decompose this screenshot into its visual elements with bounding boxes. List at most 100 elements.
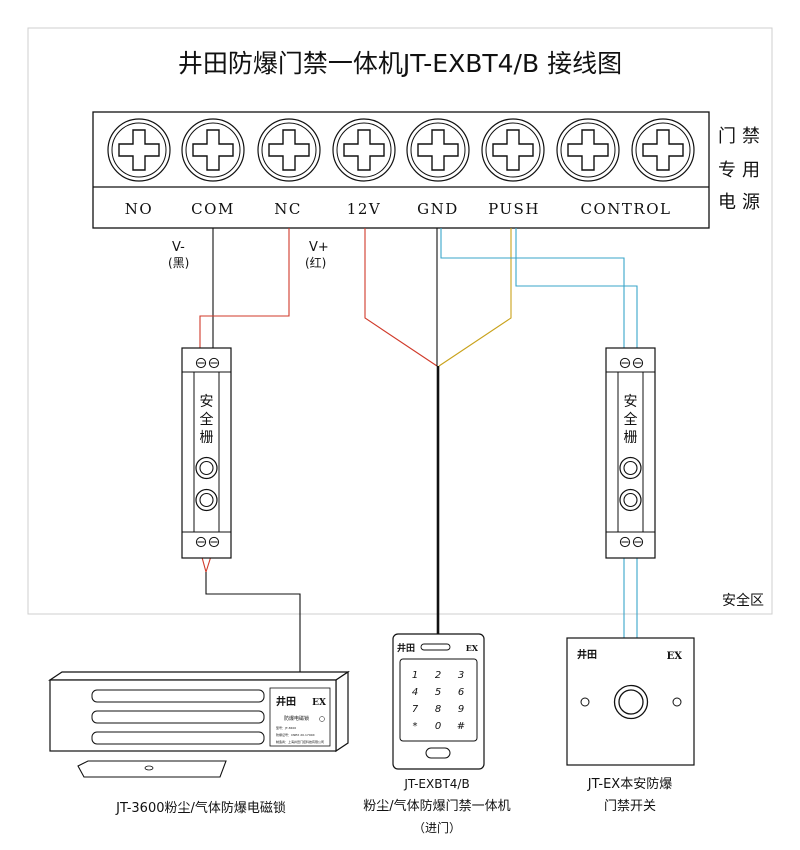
terminal-label-com: COM bbox=[191, 200, 235, 218]
wire-nc-red bbox=[199, 228, 290, 356]
barrier-label-char: 安 bbox=[624, 394, 638, 410]
terminal-screw-3 bbox=[257, 118, 321, 182]
lock-caption: JT-3600粉尘/气体防爆电磁锁 bbox=[115, 800, 286, 816]
terminal-label-push: PUSH bbox=[488, 200, 540, 218]
lock-plate-line2: 型号：JT-3600 bbox=[276, 725, 296, 730]
exit-switch-caption-line2: 门禁开关 bbox=[604, 799, 656, 814]
terminal-label-12v: 12V bbox=[347, 200, 381, 218]
lock-brand: 井田 bbox=[276, 695, 296, 708]
keypad-brand: 井田 bbox=[397, 642, 415, 654]
side-label-line2: 专用 bbox=[718, 160, 766, 181]
barrier-gland-inner bbox=[199, 492, 214, 508]
keypad-key-9: 9 bbox=[458, 704, 464, 715]
barrier-terminal bbox=[195, 536, 207, 548]
barrier-terminal bbox=[619, 357, 631, 369]
barrier-gland-inner bbox=[623, 460, 638, 476]
wire-lock-cable bbox=[205, 572, 301, 682]
wire-label-v-minus: V- bbox=[172, 240, 185, 255]
barrier-terminal bbox=[632, 536, 644, 548]
terminal-screw-6 bbox=[481, 118, 545, 182]
barrier-terminal bbox=[208, 357, 220, 369]
exit-switch-caption-line1: JT-EX本安防爆 bbox=[587, 776, 672, 792]
keypad-key-8: 8 bbox=[435, 704, 441, 715]
barrier-label-char: 全 bbox=[624, 411, 638, 428]
barrier-terminal bbox=[632, 357, 644, 369]
side-label-line1: 门禁 bbox=[718, 126, 766, 147]
wire-label-v-plus-color: (红) bbox=[305, 255, 326, 270]
terminal-screw-5 bbox=[406, 118, 470, 182]
barrier-label-char: 栅 bbox=[200, 430, 214, 446]
barrier-terminal bbox=[195, 357, 207, 369]
lock-groove-1 bbox=[91, 689, 265, 703]
lock-armature-plate bbox=[77, 760, 227, 778]
terminal-screw-7 bbox=[556, 118, 620, 182]
keypad-key-12: # bbox=[457, 721, 465, 732]
exit-switch: 井田 EX JT-EX本安防爆 门禁开关 bbox=[566, 637, 695, 814]
wire-label-v-minus-color: (黑) bbox=[168, 256, 189, 270]
safety-barrier-left: 安全栅 bbox=[181, 347, 232, 559]
lock-plate-mark bbox=[319, 716, 325, 722]
barrier-gland-outer bbox=[195, 488, 218, 512]
terminal-screw-8 bbox=[631, 118, 695, 182]
barrier-gland-inner bbox=[199, 460, 214, 476]
wires bbox=[199, 228, 638, 682]
lock-armature-screw bbox=[144, 765, 154, 771]
terminal-label-control: CONTROL bbox=[581, 200, 672, 218]
magnetic-lock: 井田 EX 防爆电磁锁 型号：JT-3600 防爆证号：CNEX 20.1790… bbox=[48, 670, 350, 816]
lock-plate-line3: 防爆证号：CNEX 20.1790X bbox=[276, 732, 315, 737]
barrier-label-char: 栅 bbox=[624, 430, 638, 446]
exit-switch-brand: 井田 bbox=[577, 648, 597, 661]
keypad-key-1: 1 bbox=[412, 670, 418, 681]
exit-switch-screw-right bbox=[672, 697, 682, 707]
wire-label-v-plus: V+ bbox=[309, 240, 329, 255]
safety-barrier-right: 安全栅 bbox=[605, 347, 656, 559]
barrier-gland-inner bbox=[623, 492, 638, 508]
exit-switch-button-ring bbox=[613, 684, 649, 720]
side-label-line3: 电源 bbox=[718, 192, 766, 213]
keypad-key-11: 0 bbox=[435, 721, 441, 732]
terminal-label-nc: NC bbox=[274, 200, 302, 218]
keypad-led-bar bbox=[420, 643, 451, 651]
terminal-screw-2 bbox=[181, 118, 245, 182]
wire-12v-red bbox=[364, 228, 438, 367]
barrier-terminal bbox=[208, 536, 220, 548]
terminal-label-no: NO bbox=[125, 200, 153, 218]
exit-switch-ex: EX bbox=[667, 651, 683, 662]
lock-body-top bbox=[48, 671, 350, 681]
terminal-screws bbox=[107, 118, 695, 182]
lock-body-side bbox=[335, 670, 349, 753]
lock-ex: EX bbox=[312, 698, 326, 708]
barrier-gland-outer bbox=[619, 488, 642, 512]
terminal-screw-4 bbox=[332, 118, 396, 182]
safe-zone-border bbox=[27, 27, 773, 615]
keypad-caption-line2: 粉尘/气体防爆门禁一体机 bbox=[363, 798, 510, 814]
keypad-key-10: * bbox=[413, 721, 418, 732]
keypad-key-5: 5 bbox=[435, 687, 441, 698]
barrier-terminal bbox=[619, 536, 631, 548]
keypad-card-slot bbox=[425, 747, 451, 759]
safe-zone-label: 安全区 bbox=[722, 592, 764, 609]
power-supply-side-label: 门禁 专用 电源 bbox=[718, 126, 766, 213]
wire-push-yellow bbox=[438, 228, 512, 367]
wire-push-blue bbox=[515, 228, 638, 356]
wire-gnd-blue bbox=[440, 228, 625, 356]
terminal-screw-1 bbox=[107, 118, 171, 182]
barrier-gland-outer bbox=[195, 456, 218, 480]
terminal-labels: NO COM NC 12V GND PUSH CONTROL bbox=[125, 200, 672, 218]
lock-groove-2 bbox=[91, 710, 265, 724]
keypad-key-3: 3 bbox=[458, 670, 464, 681]
keypad-panel bbox=[399, 658, 478, 742]
keypad-caption-line1: JT-EXBT4/B bbox=[403, 777, 469, 791]
exit-switch-button bbox=[618, 689, 644, 715]
keypad-key-4: 4 bbox=[412, 687, 418, 698]
keypad-key-2: 2 bbox=[435, 670, 441, 681]
lock-nameplate bbox=[269, 687, 331, 747]
lock-plate-line4: 制造商：上海井田门控科技有限公司 bbox=[276, 739, 324, 744]
barrier-label-char: 安 bbox=[200, 394, 214, 410]
barrier-label-char: 全 bbox=[200, 411, 214, 428]
lock-groove-3 bbox=[91, 731, 265, 745]
